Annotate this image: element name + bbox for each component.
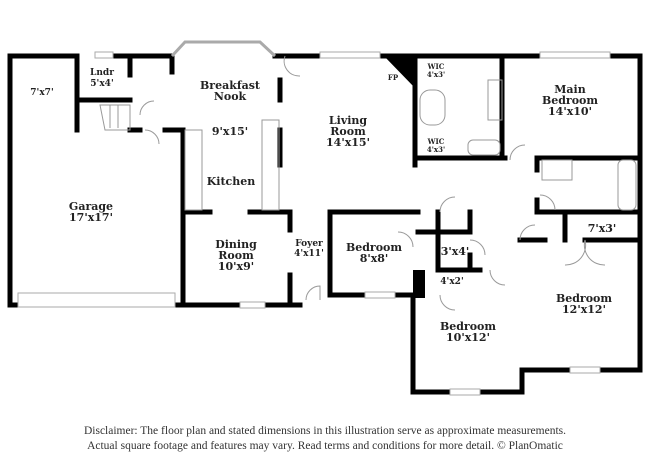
- wic1-label: WIC: [427, 62, 445, 71]
- windows: [17, 51, 611, 396]
- garage-dim: 17'x17': [69, 211, 113, 224]
- bedroom-12-label: Bedroom: [556, 292, 612, 305]
- disclaimer-line-2: Actual square footage and features may v…: [87, 440, 563, 452]
- dining-dim: 10'x9': [218, 260, 254, 273]
- kitchen-label: Kitchen: [207, 175, 256, 188]
- fireplace-icon: [383, 55, 415, 88]
- living-dim: 14'x15': [326, 136, 370, 149]
- breakfast-nook-label-1: Breakfast: [200, 79, 261, 92]
- bedroom-10-label: Bedroom: [440, 320, 496, 333]
- main-bedroom-dim: 14'x10': [548, 105, 592, 118]
- bedroom-12-dim: 12'x12': [562, 303, 606, 316]
- bedroom-8-label: Bedroom: [346, 241, 402, 254]
- closet-4x2-dim: 4'x2': [440, 277, 463, 287]
- living-label-1: Living: [329, 114, 367, 127]
- dining-label-2: Room: [218, 249, 254, 262]
- foyer-dim: 4'x11': [294, 249, 324, 259]
- bedroom-8-dim: 8'x8': [360, 252, 389, 265]
- wall-corner: [413, 270, 425, 298]
- main-bedroom-label-2: Bedroom: [542, 94, 598, 107]
- laundry-label: Lndr: [90, 68, 114, 78]
- garage-corner-dim: 7'x7': [30, 88, 53, 98]
- closet-3x4-dim: 3'x4': [441, 245, 470, 258]
- fixtures: [99, 55, 637, 311]
- bedroom-10-dim: 10'x12': [446, 331, 490, 344]
- foyer-label: Foyer: [295, 239, 323, 249]
- disclaimer-line-1: Disclaimer: The floor plan and stated di…: [83, 425, 567, 437]
- bay-window: [170, 40, 277, 58]
- wic2-dim: 4'x3': [427, 145, 445, 154]
- wic1-dim: 4'x3': [427, 70, 445, 79]
- main-bedroom-label-1: Main: [554, 83, 585, 96]
- living-label-2: Room: [330, 125, 366, 138]
- laundry-dim: 5'x4': [90, 79, 113, 89]
- breakfast-nook-label-2: Nook: [214, 90, 247, 103]
- garage-label: Garage: [69, 200, 113, 213]
- wic2-label: WIC: [427, 137, 445, 146]
- dining-label-1: Dining: [215, 238, 257, 251]
- walls: [7, 53, 643, 395]
- breakfast-nook-dim: 9'x15': [212, 125, 248, 138]
- fireplace-label: FP: [388, 73, 399, 82]
- closet-7x3-dim: 7'x3': [588, 222, 617, 235]
